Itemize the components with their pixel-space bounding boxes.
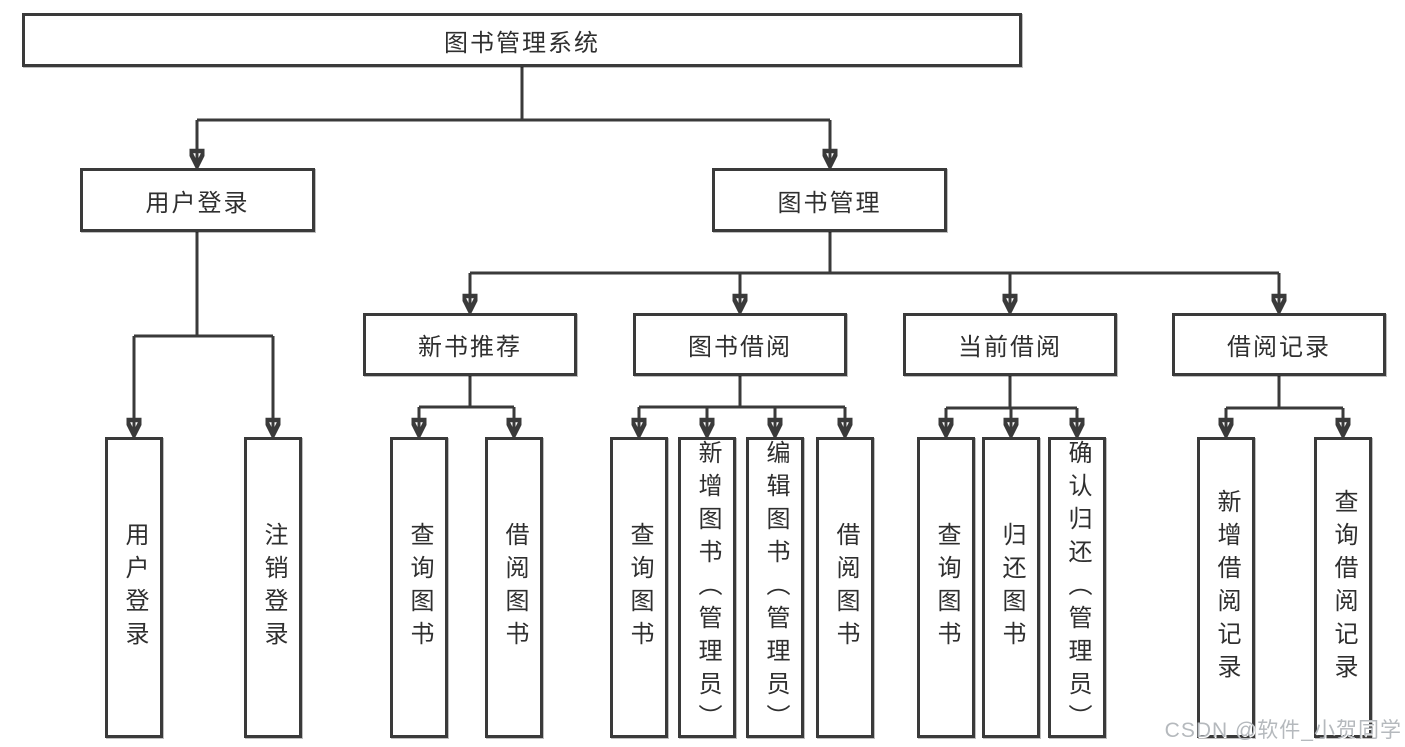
node-root: 图书管理系统 bbox=[22, 13, 1022, 67]
node-current-borrow: 当前借阅 bbox=[903, 313, 1117, 376]
leaf-logout-label: 注销登录 bbox=[260, 521, 287, 654]
leaf-borrow-query-book-label: 查询图书 bbox=[626, 521, 653, 654]
leaf-user-login-label: 用户登录 bbox=[121, 521, 148, 654]
csdn-watermark: CSDN @软件_小贺同学 bbox=[1164, 719, 1402, 742]
connector-book-mgmt-children bbox=[470, 232, 1279, 311]
leaf-newbook-query-book: 查询图书 bbox=[390, 437, 448, 738]
leaf-edit-book-admin: 编辑图书（管理员） bbox=[746, 437, 804, 738]
node-current-borrow-label: 当前借阅 bbox=[958, 334, 1062, 361]
connector-book-borrow-children bbox=[639, 376, 845, 435]
node-borrow-record: 借阅记录 bbox=[1172, 313, 1386, 376]
node-book-borrow: 图书借阅 bbox=[633, 313, 847, 376]
connector-current-borrow-children bbox=[946, 376, 1077, 435]
node-user-login-label: 用户登录 bbox=[145, 189, 250, 217]
leaf-edit-book-admin-label: 编辑图书（管理员） bbox=[762, 440, 789, 737]
leaf-newbook-borrow-book-label: 借阅图书 bbox=[501, 521, 528, 654]
leaf-current-query-book-label: 查询图书 bbox=[933, 521, 960, 654]
leaf-newbook-query-book-label: 查询图书 bbox=[406, 521, 433, 654]
node-new-book-recommend: 新书推荐 bbox=[363, 313, 577, 376]
leaf-user-login: 用户登录 bbox=[105, 437, 163, 738]
connector-user-login-children bbox=[134, 232, 273, 435]
node-book-borrow-label: 图书借阅 bbox=[688, 334, 792, 361]
leaf-add-borrow-record-label: 新增借阅记录 bbox=[1213, 488, 1240, 687]
leaf-borrow-book-label: 借阅图书 bbox=[832, 521, 859, 654]
leaf-add-book-admin: 新增图书（管理员） bbox=[678, 437, 736, 738]
leaf-newbook-borrow-book: 借阅图书 bbox=[485, 437, 543, 738]
leaf-confirm-return-admin-label: 确认归还（管理员） bbox=[1064, 440, 1091, 737]
node-root-label: 图书管理系统 bbox=[444, 29, 600, 57]
connector-root-to-level2 bbox=[197, 66, 830, 166]
leaf-current-query-book: 查询图书 bbox=[917, 437, 975, 738]
connector-borrow-record-children bbox=[1226, 376, 1343, 435]
leaf-add-borrow-record: 新增借阅记录 bbox=[1197, 437, 1255, 738]
node-book-mgmt-label: 图书管理 bbox=[777, 189, 882, 217]
leaf-confirm-return-admin: 确认归还（管理员） bbox=[1048, 437, 1106, 738]
node-book-mgmt: 图书管理 bbox=[712, 168, 947, 232]
connector-new-book-children bbox=[419, 376, 514, 435]
node-user-login: 用户登录 bbox=[80, 168, 315, 232]
leaf-return-book: 归还图书 bbox=[982, 437, 1040, 738]
node-borrow-record-label: 借阅记录 bbox=[1227, 334, 1331, 361]
leaf-add-book-admin-label: 新增图书（管理员） bbox=[694, 440, 721, 737]
leaf-logout: 注销登录 bbox=[244, 437, 302, 738]
node-new-book-recommend-label: 新书推荐 bbox=[418, 334, 522, 361]
leaf-query-borrow-record: 查询借阅记录 bbox=[1314, 437, 1372, 738]
leaf-borrow-book: 借阅图书 bbox=[816, 437, 874, 738]
leaf-query-borrow-record-label: 查询借阅记录 bbox=[1330, 488, 1357, 687]
leaf-return-book-label: 归还图书 bbox=[998, 521, 1025, 654]
leaf-borrow-query-book: 查询图书 bbox=[610, 437, 668, 738]
